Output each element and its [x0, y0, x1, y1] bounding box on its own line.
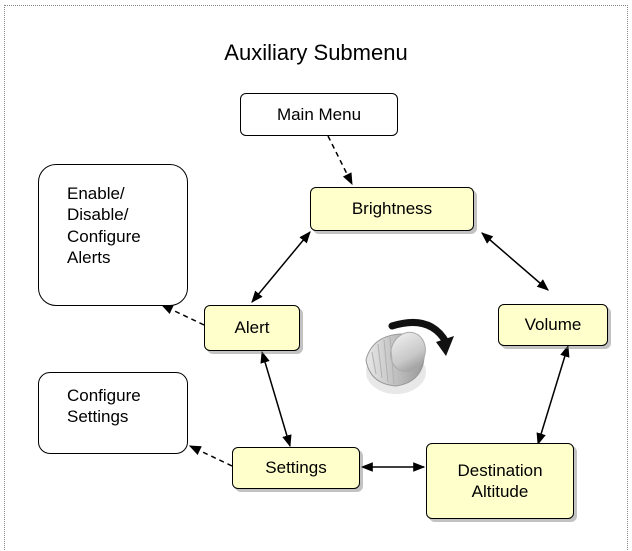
rotary-knob-icon — [365, 318, 454, 394]
clockwise-arrow-icon — [388, 318, 454, 356]
main-menu-node: Main Menu — [240, 93, 398, 136]
diagram-frame — [4, 5, 628, 550]
volume-destination-arrow — [536, 344, 570, 446]
main-menu-to-brightness-arrow — [327, 135, 353, 186]
alert-node: Alert — [204, 305, 300, 351]
destination-altitude-node: Destination Altitude — [426, 443, 574, 519]
alerts-note-text: Enable/ Disable/ Configure Alerts — [67, 184, 141, 267]
alert-label: Alert — [234, 318, 270, 338]
diagram-title: Auxiliary Submenu — [224, 40, 408, 65]
brightness-node: Brightness — [310, 187, 474, 231]
volume-label: Volume — [524, 315, 582, 335]
settings-label: Settings — [265, 458, 327, 478]
brightness-label: Brightness — [351, 199, 433, 219]
main-menu-label: Main Menu — [276, 104, 362, 124]
alert-settings-arrow — [260, 350, 292, 448]
settings-note: Configure Settings — [38, 372, 188, 454]
settings-to-note-arrow — [188, 445, 233, 467]
brightness-volume-arrow — [481, 232, 549, 291]
alert-to-note-arrow — [160, 304, 205, 326]
volume-node: Volume — [498, 304, 608, 346]
settings-note-text: Configure Settings — [67, 386, 141, 427]
alerts-note: Enable/ Disable/ Configure Alerts — [38, 164, 188, 306]
settings-node: Settings — [232, 447, 360, 489]
destination-altitude-label: Destination Altitude — [457, 460, 543, 501]
alert-brightness-arrow — [251, 231, 311, 303]
